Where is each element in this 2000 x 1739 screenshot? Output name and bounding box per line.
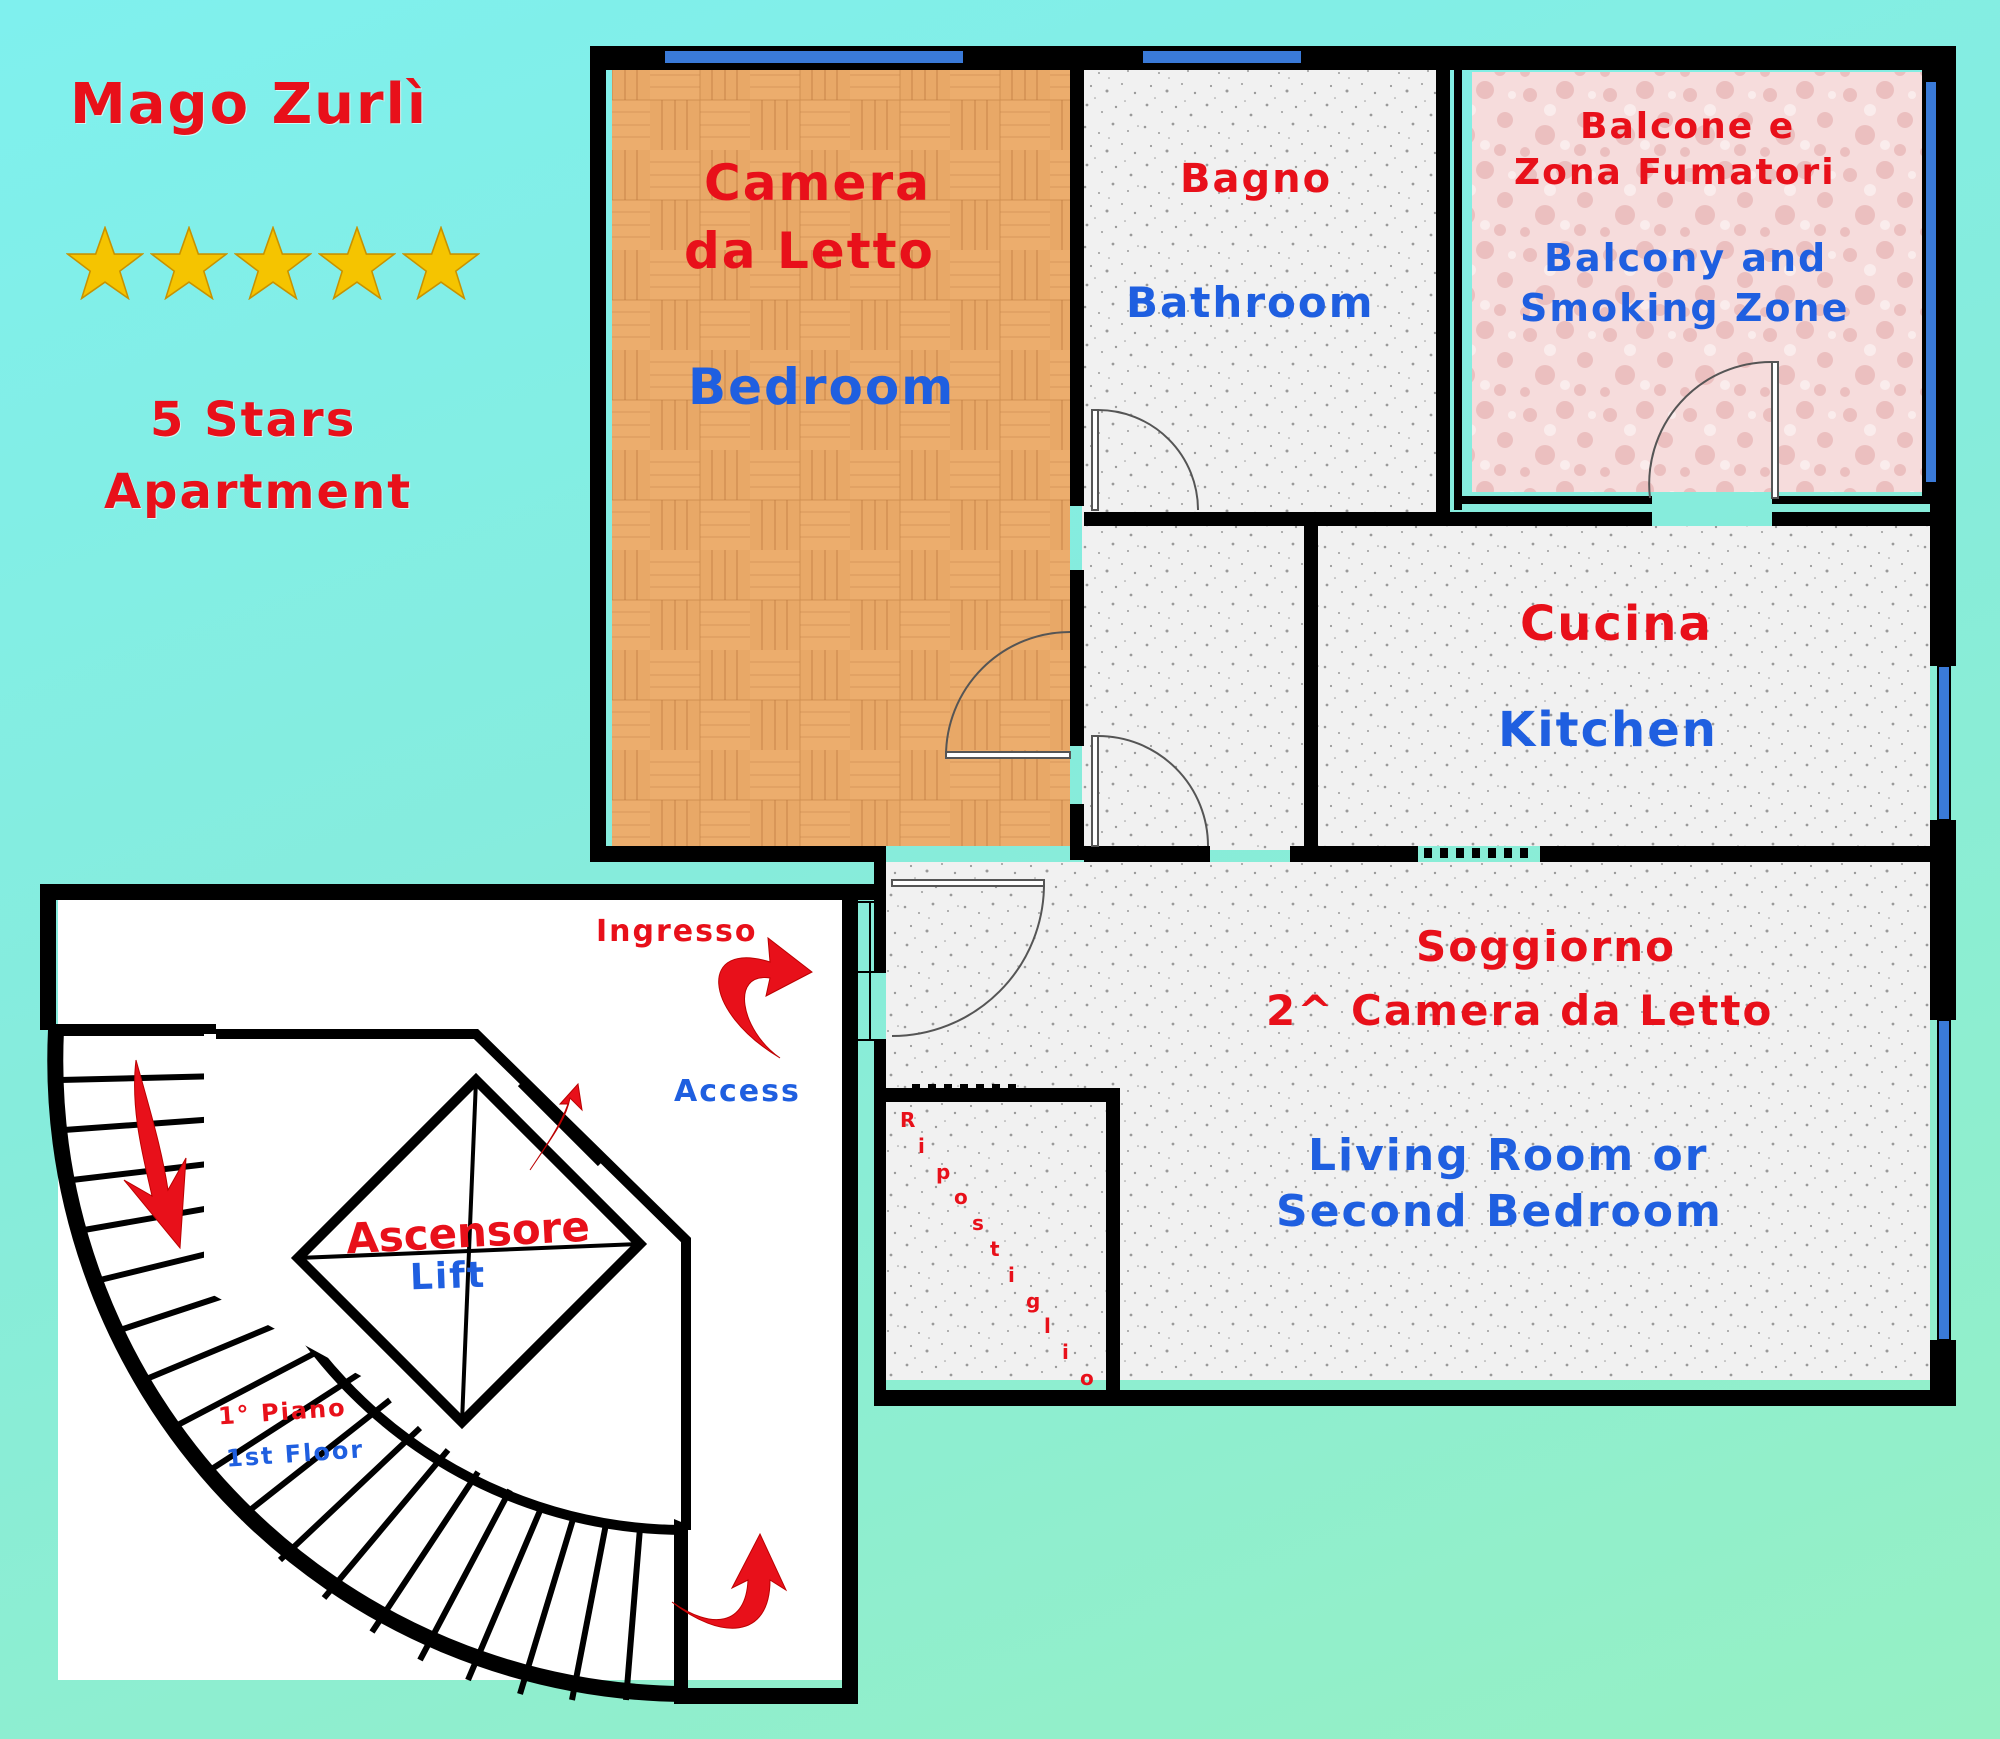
entrance-label-it: Ingresso bbox=[596, 914, 758, 949]
star-icon bbox=[234, 226, 312, 300]
bathroom-label-it: Bagno bbox=[1180, 156, 1333, 202]
living-label-it-1: Soggiorno bbox=[1416, 922, 1676, 971]
lift-label-en: Lift bbox=[409, 1254, 487, 1299]
bathroom-floor bbox=[1082, 68, 1436, 514]
star-icon bbox=[318, 226, 396, 300]
lift-shaft bbox=[204, 1029, 691, 1530]
subtitle-line-2: Apartment bbox=[104, 464, 413, 520]
lift-arrow-icon bbox=[529, 1082, 583, 1171]
window-frames bbox=[663, 49, 1951, 1341]
windows bbox=[664, 50, 1950, 1340]
living-label-en-1: Living Room or bbox=[1308, 1130, 1709, 1181]
entrance-label-en: Access bbox=[674, 1074, 801, 1109]
star-icon bbox=[66, 226, 144, 300]
star-icon bbox=[402, 226, 480, 300]
rating-stars-row bbox=[66, 226, 480, 300]
kitchen-label-it: Cucina bbox=[1520, 596, 1713, 652]
kitchen-floor bbox=[1318, 526, 1930, 846]
living-label-it-2: 2^ Camera da Letto bbox=[1266, 986, 1774, 1035]
star-icon bbox=[150, 226, 228, 300]
kitchen-label-en: Kitchen bbox=[1498, 702, 1718, 758]
subtitle-line-1: 5 Stars bbox=[150, 392, 357, 448]
living-label-en-2: Second Bedroom bbox=[1276, 1186, 1723, 1237]
balcony-label-it-2: Zona Fumatori bbox=[1514, 152, 1836, 193]
stair-down-arrow-icon bbox=[123, 1059, 187, 1250]
balcony-label-en-2: Smoking Zone bbox=[1520, 286, 1850, 330]
balcony-label-en-1: Balcony and bbox=[1544, 236, 1828, 280]
doors bbox=[858, 360, 1779, 1041]
bathroom-label-en: Bathroom bbox=[1126, 278, 1375, 327]
balcony-label-it-1: Balcone e bbox=[1580, 106, 1796, 147]
bedroom-floor bbox=[612, 68, 1070, 846]
balcony-floor bbox=[1472, 72, 1928, 492]
storage-floor bbox=[886, 1090, 1106, 1380]
bedroom-label-it-2: da Letto bbox=[684, 222, 935, 280]
access-arrow-icon bbox=[718, 936, 813, 1059]
stair-up-arrow-icon bbox=[671, 1532, 788, 1629]
direction-arrows bbox=[123, 936, 813, 1629]
bedroom-label-en: Bedroom bbox=[688, 358, 956, 416]
apartment-title: Mago Zurlì bbox=[70, 72, 429, 137]
hallway-floor bbox=[1082, 514, 1304, 850]
open-passages bbox=[912, 848, 1528, 1094]
bedroom-label-it-1: Camera bbox=[704, 154, 931, 212]
